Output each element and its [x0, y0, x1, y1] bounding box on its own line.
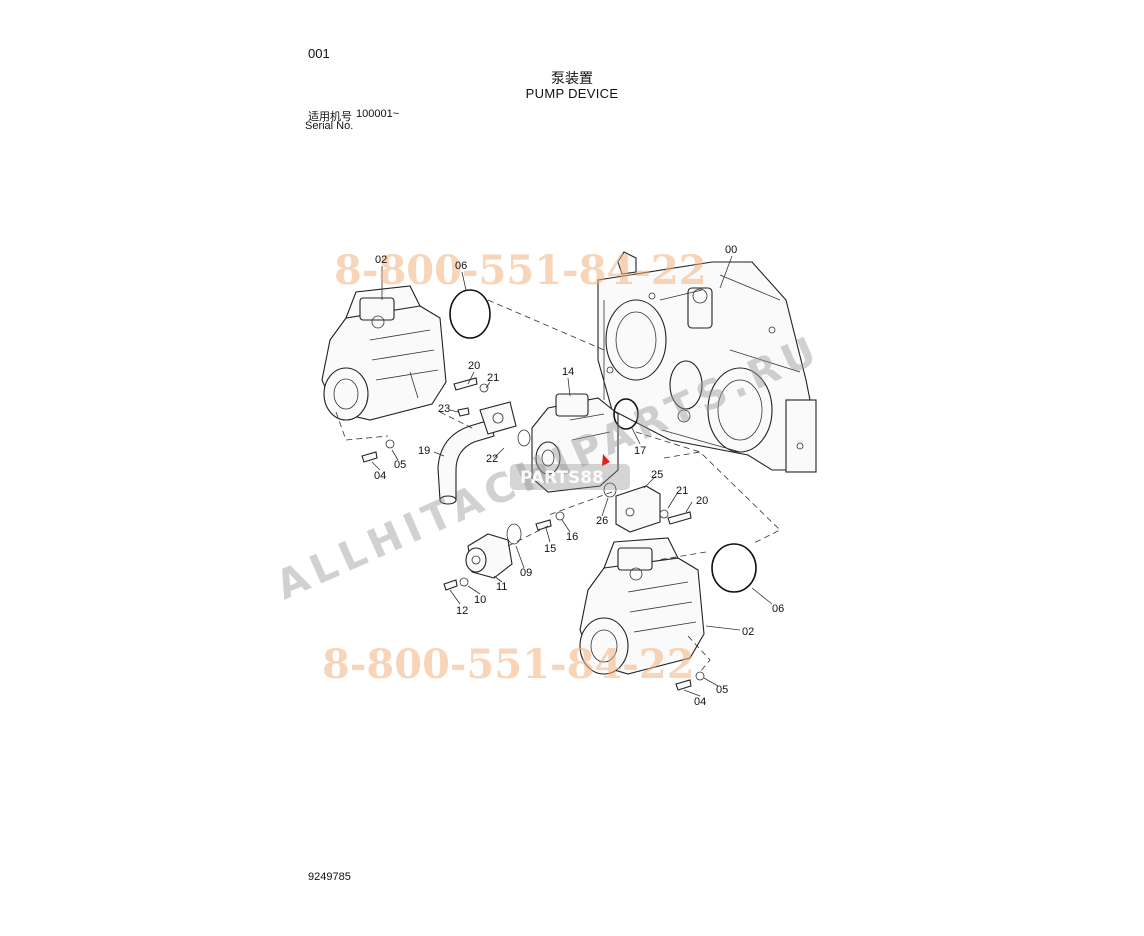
- part-00-pump-housing: [597, 251, 817, 473]
- part-06-o-ring-upper: [449, 289, 491, 339]
- callout-09: 09: [520, 567, 532, 579]
- callout-17: 17: [634, 445, 646, 457]
- part-09-o-ring: [506, 523, 522, 545]
- part-19-pipe: [437, 419, 495, 505]
- callout-00: 00: [725, 244, 737, 256]
- watermark-phone-top: 8-800-551-84-22: [334, 247, 707, 294]
- part-20-bolt-upper: [453, 377, 478, 391]
- callout-11: 11: [496, 581, 507, 593]
- callout-05-lower: 05: [716, 684, 728, 696]
- part-17-o-ring: [613, 398, 639, 430]
- part-15-bolt: [535, 519, 552, 531]
- callout-16: 16: [566, 531, 578, 543]
- part-04-bolt-lower: [675, 679, 692, 691]
- callout-21-lower: 21: [676, 485, 688, 497]
- part-16-washer: [555, 511, 565, 521]
- callout-05-upper: 05: [394, 459, 406, 471]
- part-14-valve-block: [531, 393, 619, 493]
- watermark-phone-bottom: 8-800-551-84-22: [322, 641, 695, 688]
- serial-label-chinese: 适用机号: [308, 111, 352, 123]
- page-number: 001: [308, 46, 330, 61]
- callout-19: 19: [418, 445, 430, 457]
- callout-02-upper: 02: [375, 254, 387, 266]
- title-english: PUMP DEVICE: [525, 86, 619, 101]
- part-26-o-ring: [603, 482, 617, 498]
- part-04-bolt-upper: [361, 451, 378, 463]
- svg-text:PARTS88: PARTS88: [520, 468, 604, 488]
- part-05-washer-lower: [695, 671, 705, 681]
- callout-23: 23: [438, 403, 450, 415]
- part-22-o-ring: [517, 429, 531, 447]
- callout-20-upper: 20: [468, 360, 480, 372]
- callout-labels: 02 00 06 20 21 23 19 22 04 05 14 17 25 2…: [374, 244, 784, 708]
- document-number: 9249785: [308, 871, 351, 883]
- assembly-lines: [335, 299, 781, 673]
- part-23-plug: [457, 407, 470, 417]
- part-06-o-ring-lower: [711, 543, 757, 593]
- watermark-logo: PARTS88: [510, 454, 630, 490]
- part-21-washer-upper: [479, 383, 489, 393]
- part-22-flange: [479, 401, 517, 435]
- callout-12: 12: [456, 605, 468, 617]
- part-21-washer-lower: [659, 509, 669, 519]
- part-20-bolt-lower: [667, 511, 692, 525]
- serial-range: 100001~: [356, 108, 400, 120]
- callout-04-upper: 04: [374, 470, 386, 482]
- callout-20-lower: 20: [696, 495, 708, 507]
- callout-22: 22: [486, 453, 498, 465]
- callout-06-lower: 06: [772, 603, 784, 615]
- small-parts: [361, 289, 757, 691]
- title-chinese: 泵装置: [551, 70, 593, 86]
- callout-04-lower: 04: [694, 696, 706, 708]
- callout-02-lower: 02: [742, 626, 754, 638]
- callout-10: 10: [474, 594, 486, 606]
- part-02-main-pump-lower: [579, 537, 705, 675]
- serial-label-english: Serial No.: [305, 120, 354, 132]
- callout-21-upper: 21: [487, 372, 499, 384]
- part-25-block: [615, 485, 661, 533]
- callout-15: 15: [544, 543, 556, 555]
- part-05-washer-upper: [385, 439, 395, 449]
- part-10-washer: [459, 577, 469, 587]
- callout-06-upper: 06: [455, 260, 467, 272]
- callout-26: 26: [596, 515, 608, 527]
- part-02-main-pump-upper: [321, 285, 447, 421]
- part-12-bolt: [443, 579, 458, 591]
- callout-25: 25: [651, 469, 663, 481]
- part-11-gear-pump: [465, 533, 513, 579]
- callout-14: 14: [562, 366, 574, 378]
- leader-lines: [371, 255, 773, 697]
